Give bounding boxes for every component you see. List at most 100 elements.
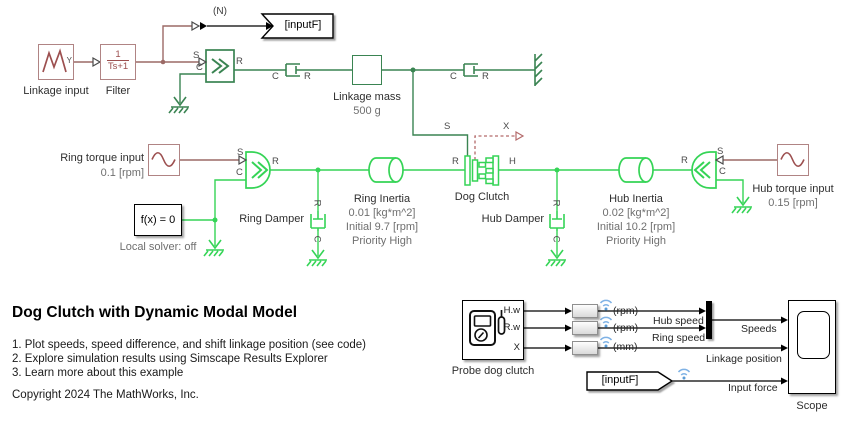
linkage-input-label: Linkage input: [23, 85, 89, 97]
ground-icon: [545, 249, 567, 267]
ring-inertia-block[interactable]: [368, 157, 404, 183]
filter-label: Filter: [105, 85, 131, 97]
port-label-s: S: [717, 146, 724, 157]
port-label-c: C: [719, 166, 726, 177]
instruction-item-2[interactable]: 2. Explore simulation results using Sims…: [12, 353, 328, 365]
wifi-icon[interactable]: [677, 368, 691, 381]
port-arrows: [92, 20, 724, 166]
filter-denominator: Ts+1: [107, 61, 129, 72]
scope-block[interactable]: [788, 300, 836, 394]
ring-damper-label: Ring Damper: [239, 213, 304, 225]
hub-inertia-param: Priority High: [606, 235, 666, 247]
dog-clutch-label: Dog Clutch: [454, 191, 510, 203]
junction-dot: [410, 67, 416, 73]
unit-conversion-block-ring[interactable]: [572, 321, 598, 335]
ring-inertia-param: 0.01 [kg*m^2]: [348, 207, 416, 219]
unit-label-n: (N): [213, 6, 227, 17]
filter-numerator: 1: [107, 49, 129, 61]
hub-inertia-param: Initial 10.2 [rpm]: [596, 221, 676, 233]
unit-conversion-block-hub[interactable]: [572, 304, 598, 318]
signal-wires: [207, 25, 782, 382]
hub-damper-label: Hub Damper: [481, 213, 544, 225]
dog-clutch-block[interactable]: [464, 155, 500, 186]
ground-icon: [168, 96, 190, 114]
port-label-c: C: [450, 71, 457, 82]
signal-label-hub-speed: Hub speed: [653, 315, 704, 327]
ring-torque-input-value: 0.1 [rpm]: [100, 167, 144, 179]
unit-conversion-block-position[interactable]: [572, 341, 598, 355]
linkage-source-block[interactable]: [205, 49, 235, 83]
linkage-damper2-block[interactable]: [460, 61, 482, 79]
mechanical-reference-icon: [534, 53, 543, 87]
double-chevron-icon: [251, 161, 269, 179]
double-chevron-icon: [693, 161, 711, 179]
wifi-icon[interactable]: [599, 316, 613, 329]
probe-label: Probe dog clutch: [451, 365, 535, 377]
hub-torque-input-block[interactable]: [777, 144, 809, 176]
port-label-c: C: [550, 235, 562, 243]
port-label-s: S: [193, 50, 200, 61]
port-label-c: C: [236, 167, 243, 178]
hub-damper-block[interactable]: [547, 210, 567, 232]
hub-inertia-block[interactable]: [618, 157, 654, 183]
signal-label-linkage-position: Linkage position: [706, 353, 782, 365]
from-tag-block[interactable]: [586, 371, 674, 391]
probe-port-x: X: [513, 342, 520, 353]
ground-icon: [731, 196, 753, 214]
ground-icon: [203, 239, 225, 257]
port-label-r: R: [482, 71, 489, 82]
wifi-icon[interactable]: [599, 299, 613, 312]
wifi-icon[interactable]: [599, 336, 613, 349]
ring-inertia-param: Priority High: [352, 235, 412, 247]
port-label-r: R: [304, 71, 311, 82]
probe-block[interactable]: H.w R.w X: [462, 300, 524, 360]
hub-torque-source-block[interactable]: [691, 151, 717, 189]
junction-dot: [160, 59, 166, 65]
signal-label-input-force: Input force: [728, 382, 778, 394]
filter-block[interactable]: [100, 44, 136, 80]
junction-dot: [554, 167, 560, 173]
unit-label: (rpm): [613, 305, 639, 317]
solver-label: f(x) = 0: [140, 214, 176, 226]
ring-damper-block[interactable]: [308, 210, 328, 232]
linkage-input-block[interactable]: Y: [38, 44, 74, 80]
clutch-position-dashed-wire: [474, 130, 525, 160]
ring-torque-source-block[interactable]: [245, 151, 271, 189]
unit-label: (rpm): [613, 322, 639, 334]
port-label-x: X: [503, 121, 510, 132]
mux-block[interactable]: [706, 301, 712, 339]
junction-dot: [315, 167, 321, 173]
signal-label-speeds: Speeds: [741, 323, 777, 335]
ground-icon: [306, 249, 328, 267]
port-label-c: C: [311, 235, 323, 243]
port-label-r: R: [452, 156, 459, 167]
linkage-mass-block[interactable]: [352, 55, 382, 85]
instruction-item-1[interactable]: 1. Plot speeds, speed difference, and sh…: [12, 339, 366, 351]
double-chevron-icon: [211, 58, 230, 74]
model-title: Dog Clutch with Dynamic Modal Model: [12, 304, 298, 321]
unit-label: (mm): [613, 341, 638, 353]
solver-configuration-block[interactable]: f(x) = 0: [134, 204, 182, 236]
port-label-r: R: [681, 155, 688, 166]
scope-screen: [797, 311, 830, 359]
probe-port-rw: R.w: [503, 322, 520, 333]
waveform-icon: [42, 48, 67, 73]
port-label-r: R: [236, 56, 243, 67]
probe-port-hw: H.w: [503, 305, 520, 316]
linkage-damper-block[interactable]: [282, 61, 304, 79]
instruction-item-3[interactable]: 3. Learn more about this example: [12, 367, 184, 379]
port-label-s: S: [444, 121, 451, 132]
port-label-c: C: [196, 62, 203, 73]
signal-arrows: [200, 22, 788, 385]
junction-dot: [212, 217, 218, 223]
ring-inertia-label: Ring Inertia: [353, 193, 411, 205]
goto-tag-block[interactable]: [260, 13, 334, 39]
scope-label: Scope: [796, 400, 828, 412]
port-label-y: Y: [66, 56, 72, 65]
from-tag-label: [inputF]: [601, 374, 639, 386]
physical-signal-wires: [74, 25, 777, 161]
sine-icon: [151, 151, 176, 168]
solver-annotation: Local solver: off: [119, 241, 197, 253]
ring-torque-input-block[interactable]: [148, 144, 180, 176]
